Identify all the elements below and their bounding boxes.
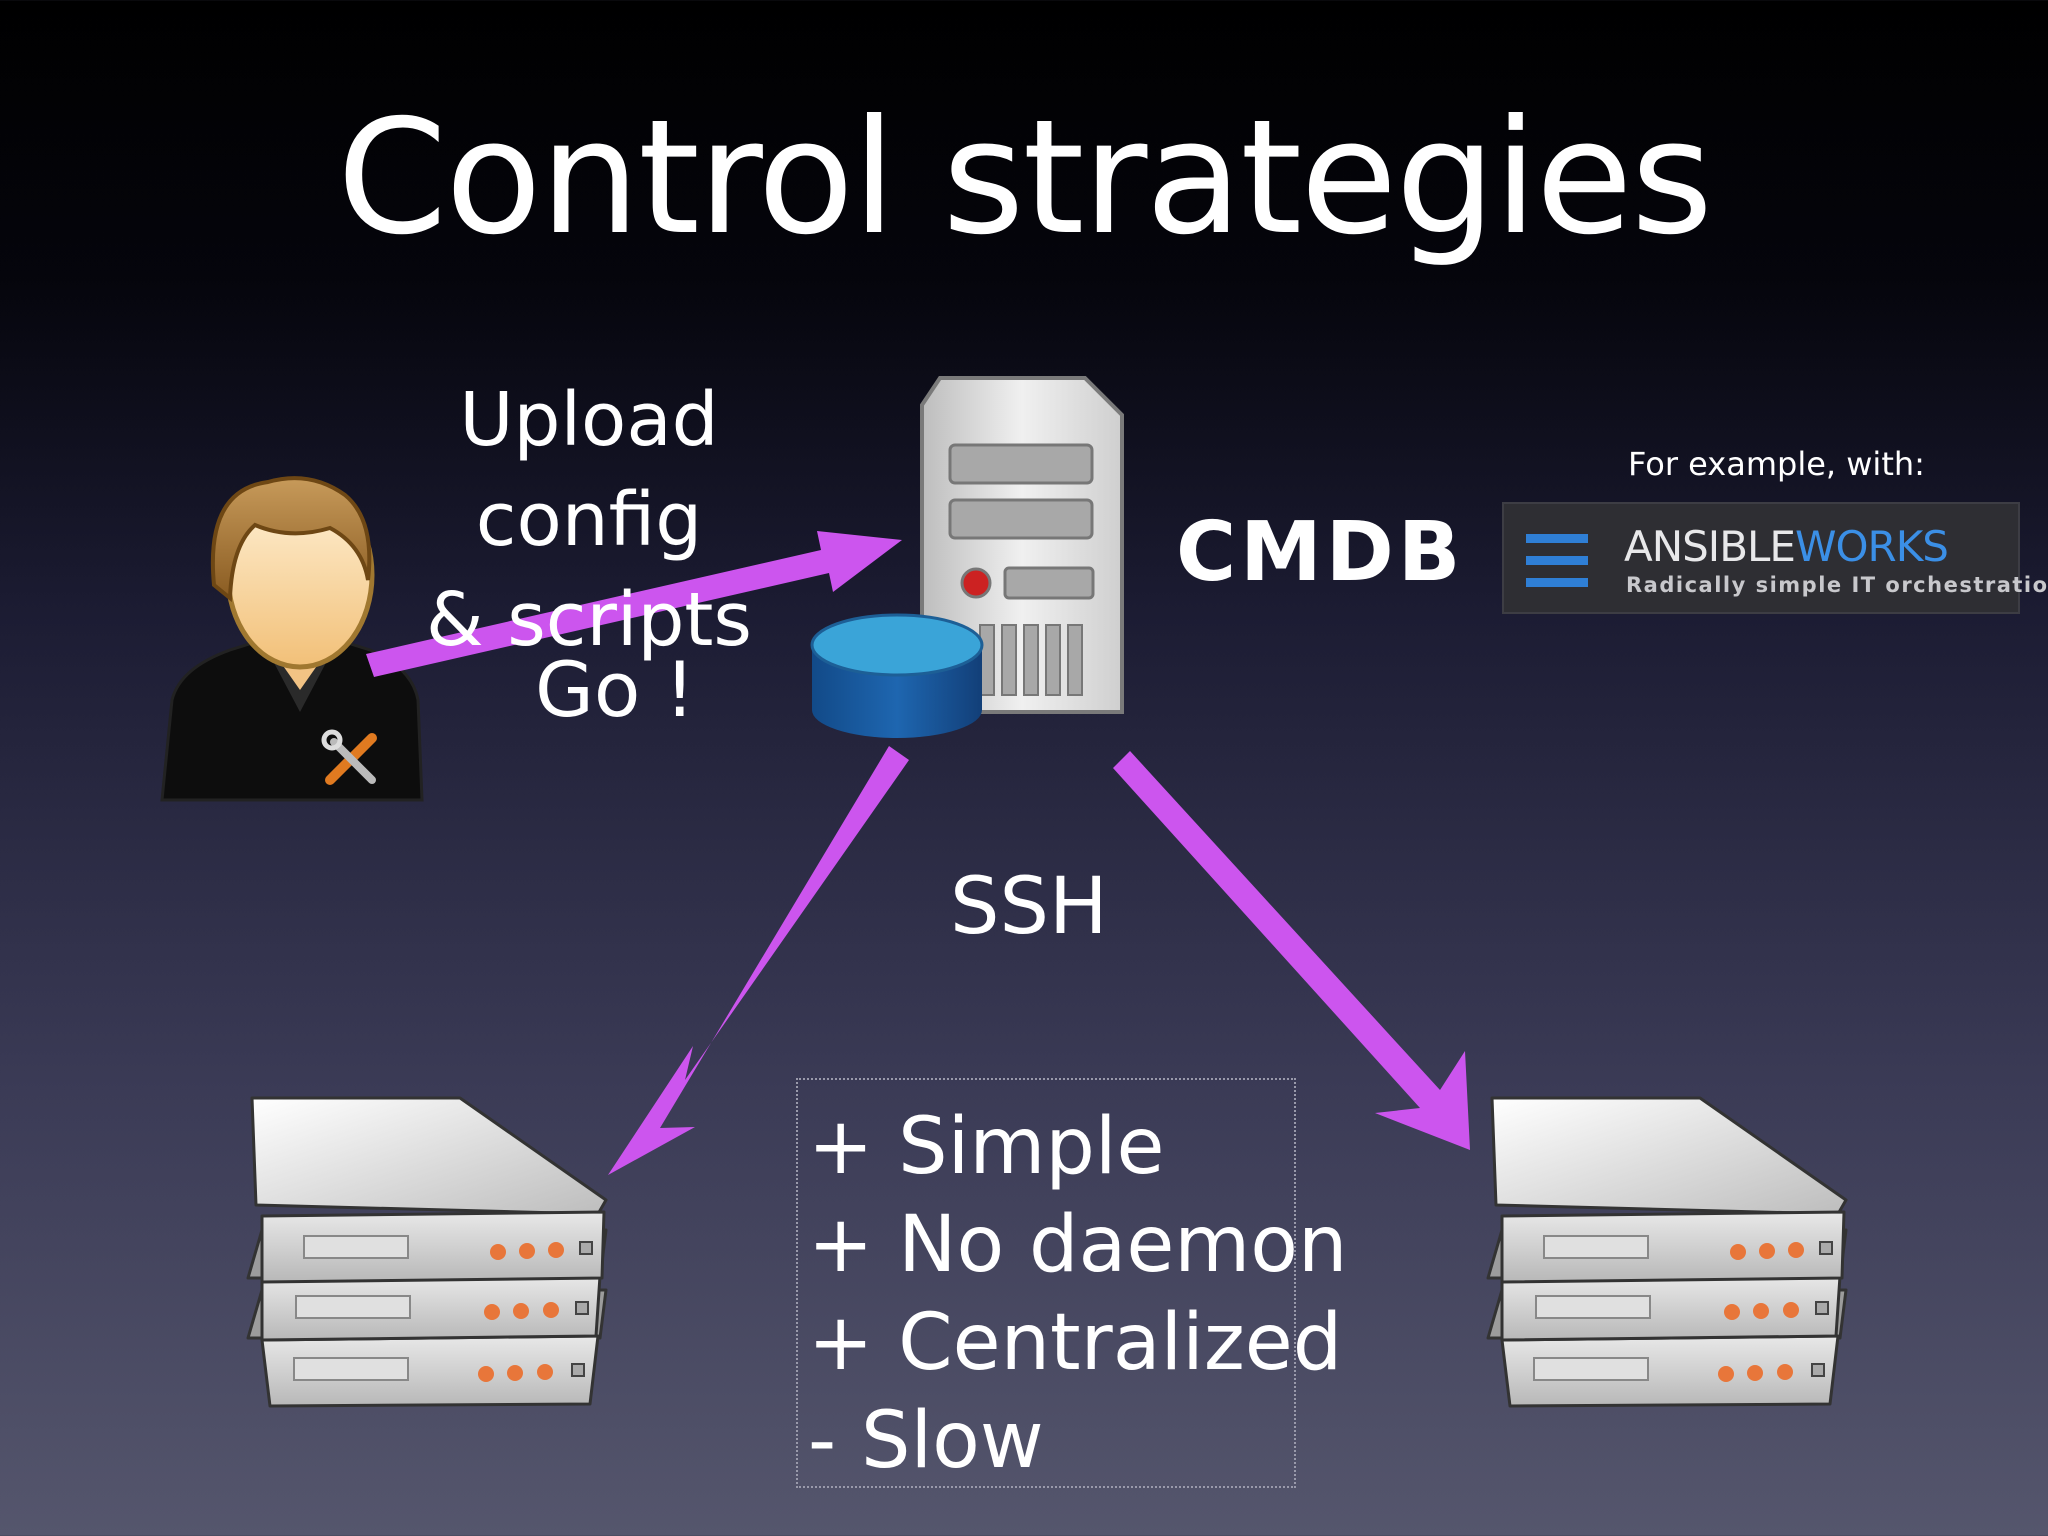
rack-server-icon [1486,1096,1848,1408]
database-icon [810,613,984,738]
example-label: For example, with: [1628,445,1925,483]
list-item: - Slow [808,1396,1044,1486]
arrow-cmdb-to-left-servers [608,746,909,1175]
ssh-label: SSH [950,862,1108,952]
pros-cons-box: + Simple + No daemon + Centralized - Slo… [796,1078,1348,1488]
upload-label: Upload config & scripts [344,370,834,670]
list-item: + Simple [808,1102,1165,1192]
upload-label-text: Upload config & scripts [426,377,752,663]
ansible-tagline: Radically simple IT orchestration [1626,573,2048,597]
tools-icon [321,729,377,785]
slide-title: Control strategies [336,86,1713,270]
tower-server-icon [920,376,1124,714]
arrow-cmdb-to-right-servers [1113,751,1470,1150]
brand-b: WORKS [1794,522,1949,571]
list-item: + Centralized [808,1298,1343,1388]
admin-user-icon [160,476,424,802]
ansibleworks-logo: ANSIBLEWORKS Radically simple IT orchest… [1502,502,2048,614]
list-item: + No daemon [808,1200,1348,1290]
arrow-user-to-cmdb [366,531,902,677]
brand-a: ANSIBLE [1624,522,1796,571]
rack-server-icon [246,1096,608,1408]
ansible-stripes-icon [1526,534,1588,600]
ansible-brand: ANSIBLEWORKS [1624,522,1949,572]
cmdb-label: CMDB [1176,505,1465,600]
go-label: Go ! [535,645,696,734]
